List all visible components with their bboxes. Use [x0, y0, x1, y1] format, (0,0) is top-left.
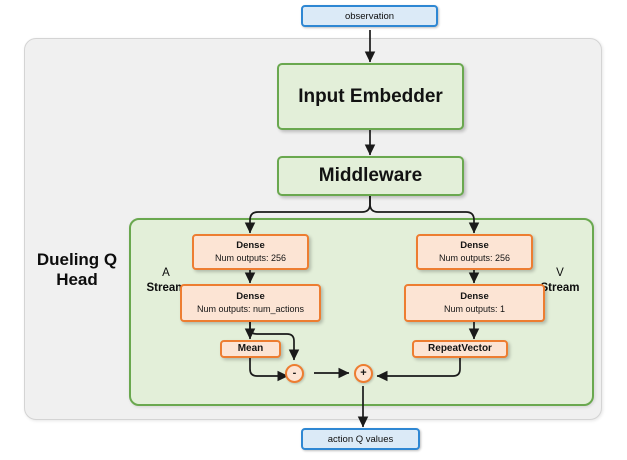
observation-label: observation: [344, 10, 395, 22]
a-stream-dense-numactions-title: Dense: [236, 291, 265, 302]
a-stream-dense-numactions-detail: Num outputs: num_actions: [196, 304, 305, 314]
v-stream-dense-1-detail: Num outputs: 1: [443, 304, 506, 314]
add-operator-label: +: [360, 367, 367, 379]
a-stream-dense-numactions-node[interactable]: Dense Num outputs: num_actions: [180, 284, 321, 322]
v-stream-label-line1: V: [556, 267, 564, 279]
a-stream-label: A Stream: [138, 266, 194, 296]
input-embedder-node[interactable]: Input Embedder: [277, 63, 464, 130]
input-embedder-label: Input Embedder: [298, 85, 443, 107]
subtract-operator-node[interactable]: -: [285, 364, 304, 383]
dueling-q-head-title-line1: Dueling Q: [36, 250, 118, 269]
v-stream-dense-1-node[interactable]: Dense Num outputs: 1: [404, 284, 545, 322]
mean-label: Mean: [237, 343, 264, 354]
wire-middleware-to-a-dense: [244, 196, 371, 234]
a-stream-dense-256-node[interactable]: Dense Num outputs: 256: [192, 234, 309, 270]
v-stream-dense-256-title: Dense: [460, 240, 489, 251]
v-stream-label: V Stream: [531, 266, 589, 296]
observation-node[interactable]: observation: [301, 5, 438, 27]
a-stream-dense-256-title: Dense: [236, 240, 265, 251]
v-stream-dense-1-title: Dense: [460, 291, 489, 302]
add-operator-node[interactable]: +: [354, 364, 373, 383]
a-stream-label-line2: Stream: [146, 282, 186, 294]
wire-a-dense2-to-subtract: [249, 322, 300, 361]
a-stream-label-line1: A: [162, 267, 170, 279]
wire-repeatvector-to-add: [376, 358, 461, 382]
wire-middleware-to-v-dense: [369, 196, 480, 234]
dueling-q-head-title-line2: Head: [56, 270, 98, 289]
wire-mean-to-subtract: [249, 358, 289, 382]
subtract-operator-label: -: [292, 367, 297, 379]
mean-node[interactable]: Mean: [220, 340, 281, 358]
middleware-label: Middleware: [318, 165, 423, 186]
action-q-values-label: action Q values: [327, 433, 394, 445]
v-stream-label-line2: Stream: [540, 282, 580, 294]
v-stream-dense-256-node[interactable]: Dense Num outputs: 256: [416, 234, 533, 270]
repeat-vector-node[interactable]: RepeatVector: [412, 340, 508, 358]
dueling-q-head-title: Dueling Q Head: [28, 250, 126, 290]
action-q-values-node[interactable]: action Q values: [301, 428, 420, 450]
a-stream-dense-256-detail: Num outputs: 256: [214, 253, 287, 263]
middleware-node[interactable]: Middleware: [277, 156, 464, 196]
v-stream-dense-256-detail: Num outputs: 256: [438, 253, 511, 263]
repeat-vector-label: RepeatVector: [428, 343, 492, 354]
